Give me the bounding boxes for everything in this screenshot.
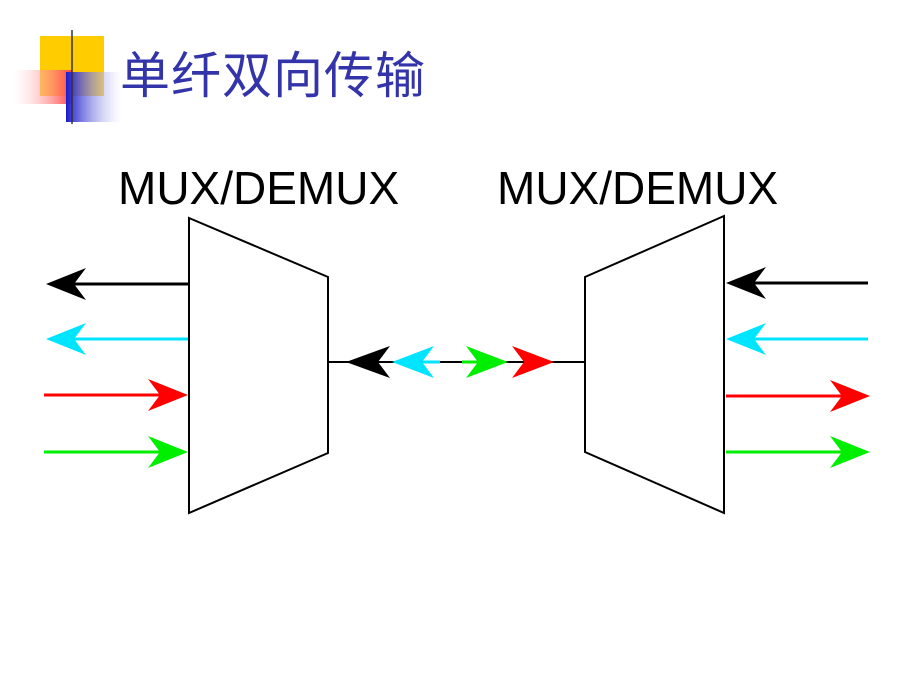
- fiber-link: [328, 346, 585, 378]
- right-arrow-red: [726, 380, 870, 412]
- fiber-arrow-red: [512, 346, 554, 378]
- left-arrow-red: [44, 379, 188, 411]
- accent-red-bar: [12, 70, 72, 104]
- fiber-arrow-green: [466, 346, 508, 378]
- fiber-arrow-black: [346, 346, 390, 378]
- right-mux-label: MUX/DEMUX: [497, 162, 778, 214]
- left-arrow-green: [44, 436, 188, 468]
- title-accent-graphic: [12, 30, 830, 124]
- right-arrow-black: [726, 267, 868, 299]
- right-arrow-green: [726, 436, 870, 468]
- right-mux-block: [584, 214, 725, 515]
- left-mux-label: MUX/DEMUX: [118, 162, 399, 214]
- left-arrow-black: [46, 268, 188, 300]
- right-arrow-cyan: [726, 323, 868, 355]
- accent-blue-bar: [66, 72, 122, 122]
- left-arrow-cyan: [46, 323, 188, 355]
- left-mux-block: [188, 216, 329, 515]
- slide-title: 单纤双向传输: [120, 47, 426, 105]
